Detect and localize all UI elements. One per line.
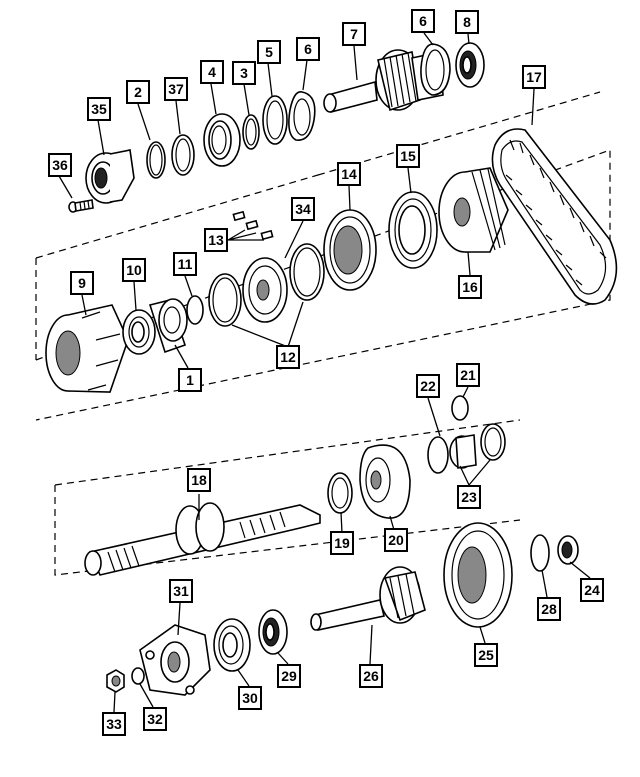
callout-20: 20 xyxy=(384,528,408,552)
gear-icon xyxy=(323,209,377,291)
bearing-icon xyxy=(203,113,241,167)
snap-ring-icon xyxy=(427,436,449,474)
nut-icon xyxy=(106,669,125,693)
callout-28: 28 xyxy=(537,597,561,621)
snap-ring-icon xyxy=(288,91,316,141)
callout-21: 21 xyxy=(456,363,480,387)
callout-1: 1 xyxy=(178,368,202,392)
callout-8: 8 xyxy=(455,10,479,34)
callout-23: 23 xyxy=(457,485,481,509)
bearing-icon xyxy=(213,618,251,672)
gear-icon xyxy=(388,191,438,269)
group-boundary-middle xyxy=(35,149,611,421)
gear-icon xyxy=(359,444,411,519)
callout-13: 13 xyxy=(204,228,228,252)
gear-icon xyxy=(122,309,156,355)
bearing-icon xyxy=(449,423,506,469)
callout-14: 14 xyxy=(337,162,361,186)
gear-icon xyxy=(242,257,288,323)
bearing-icon xyxy=(258,609,288,655)
callout-36: 36 xyxy=(48,153,72,177)
callout-19: 19 xyxy=(330,531,354,555)
callout-11: 11 xyxy=(173,252,197,276)
bearing-icon xyxy=(557,535,579,565)
shaft-icon xyxy=(84,502,321,576)
snap-ring-icon xyxy=(208,273,242,327)
callout-7: 7 xyxy=(342,22,366,46)
callout-32: 32 xyxy=(143,707,167,731)
group-boundary-lower xyxy=(54,419,521,576)
callout-6b: 6 xyxy=(411,9,435,33)
callout-3: 3 xyxy=(232,61,256,85)
snap-ring-icon xyxy=(451,395,469,421)
callout-22: 22 xyxy=(416,374,440,398)
callout-30: 30 xyxy=(238,686,262,710)
callout-25: 25 xyxy=(474,643,498,667)
callout-16: 16 xyxy=(458,275,482,299)
chain-icon xyxy=(491,128,618,305)
bolt-icon xyxy=(232,210,274,241)
callout-31: 31 xyxy=(169,579,193,603)
snap-ring-icon xyxy=(186,295,204,325)
callout-26: 26 xyxy=(359,664,383,688)
leader-lines xyxy=(58,32,591,713)
callout-18: 18 xyxy=(187,468,211,492)
callout-5: 5 xyxy=(257,40,281,64)
callout-17: 17 xyxy=(522,65,546,89)
gear-icon xyxy=(443,522,513,628)
gear-icon xyxy=(45,304,129,393)
gear-icon xyxy=(139,624,211,696)
callout-2: 2 xyxy=(126,80,150,104)
callout-34: 34 xyxy=(291,197,315,221)
group-boundary-upper xyxy=(35,91,601,360)
callout-9: 9 xyxy=(70,271,94,295)
snap-ring-icon xyxy=(530,534,550,572)
callout-4: 4 xyxy=(200,60,224,84)
gear-icon xyxy=(438,167,509,253)
callout-33: 33 xyxy=(102,712,126,736)
bearing-icon xyxy=(455,42,485,88)
snap-ring-icon xyxy=(289,243,325,301)
snap-ring-icon xyxy=(420,43,451,96)
callout-15: 15 xyxy=(396,144,420,168)
bearing-icon xyxy=(85,149,135,204)
callout-12: 12 xyxy=(276,345,300,369)
snap-ring-icon xyxy=(171,134,195,176)
shaft-icon xyxy=(310,566,426,631)
callout-24: 24 xyxy=(580,578,604,602)
gear-icon xyxy=(148,298,188,354)
callout-6a: 6 xyxy=(296,37,320,61)
callout-10: 10 xyxy=(122,258,146,282)
callout-37: 37 xyxy=(164,77,188,101)
callout-29: 29 xyxy=(277,664,301,688)
snap-ring-icon xyxy=(131,667,145,685)
bolt-icon xyxy=(68,199,94,213)
callout-35: 35 xyxy=(87,97,111,121)
